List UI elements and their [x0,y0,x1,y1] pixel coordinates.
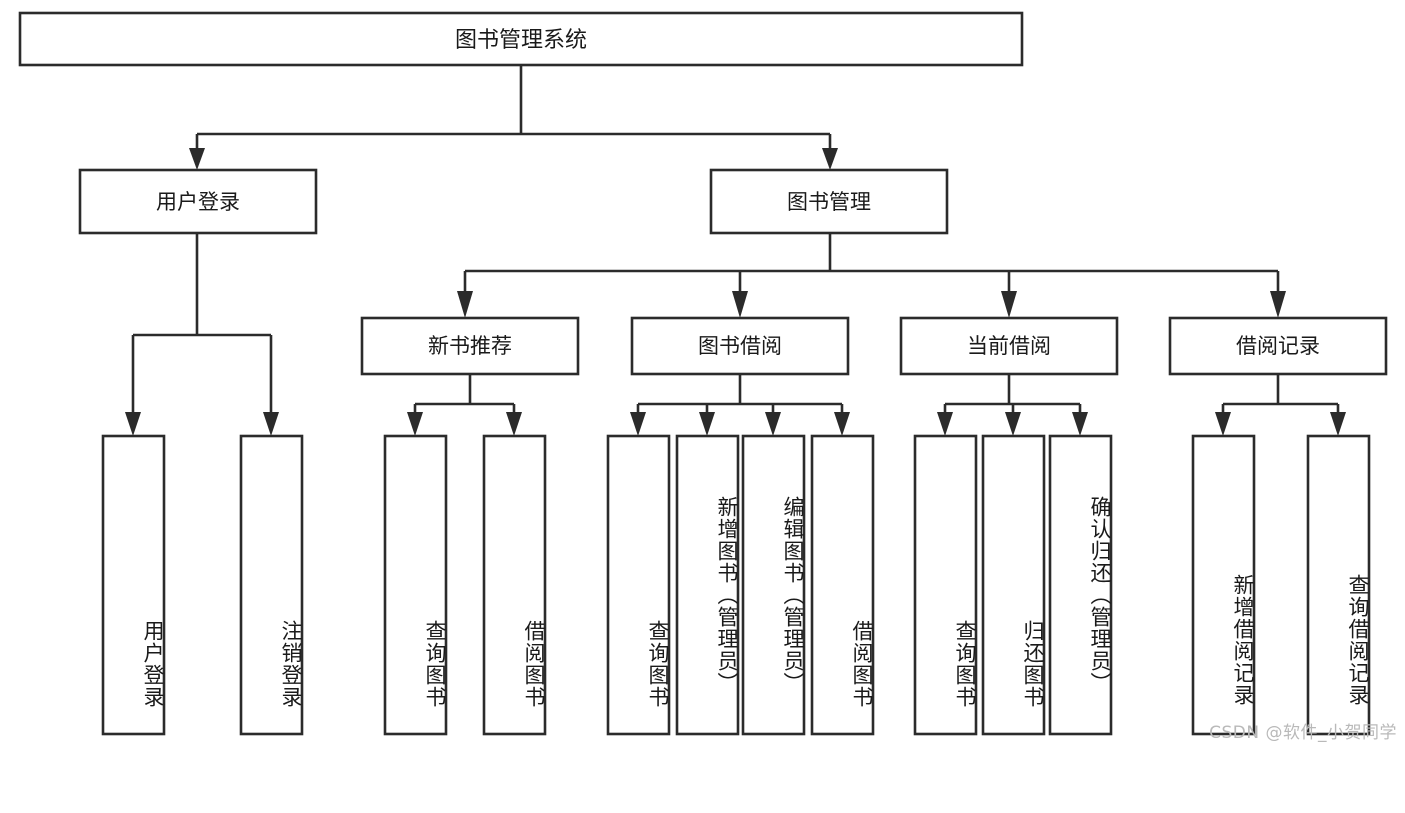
leaf-query-record-box[interactable] [1306,434,1371,736]
connectors [125,65,1346,436]
node-borrow-record[interactable]: 借阅记录 [1168,316,1388,376]
node-book-borrow[interactable]: 图书借阅 [630,316,850,376]
arrow-leaf-query-book-3 [937,412,953,436]
arrow-leaf-query-book-2 [630,412,646,436]
leaf-borrow-book-1-box[interactable] [482,434,547,736]
arrow-leaf-borrow-book-2 [834,412,850,436]
node-borrow-record-label: 借阅记录 [1236,334,1320,358]
node-root[interactable]: 图书管理系统 [18,11,1024,67]
watermark-text: CSDN @软件_小贺同学 [1209,723,1397,743]
node-root-label: 图书管理系统 [455,28,587,53]
arrow-leaf-borrow-book-1 [506,412,522,436]
leaf-add-record-box[interactable] [1191,434,1256,736]
node-current-borrow-box[interactable] [899,316,1119,376]
node-new-book-recommend-label: 新书推荐 [428,334,512,358]
leaf-add-book-box[interactable] [675,434,740,736]
node-new-book-recommend-box[interactable] [360,316,580,376]
arrow-leaf-query-book-1 [407,412,423,436]
leaf-confirm-return-box[interactable] [1048,434,1113,736]
arrow-leaf-add-book [699,412,715,436]
node-current-borrow-label: 当前借阅 [967,334,1051,358]
arrow-new-book-recommend [457,291,473,318]
node-user-login-label: 用户登录 [156,190,240,214]
leaf-edit-book-box[interactable] [741,434,806,736]
arrow-leaf-confirm-return [1072,412,1088,436]
arrow-leaf-logout [263,412,279,436]
arrow-leaf-edit-book [765,412,781,436]
arrow-book-borrow [732,291,748,318]
node-book-borrow-label: 图书借阅 [698,334,782,358]
diagram-canvas: 图书管理系统 用户登录 图书管理 新书推荐 图书借阅 当前借阅 借阅记录 [18,11,1397,743]
node-user-login[interactable]: 用户登录 [78,168,318,235]
leaf-logout-box[interactable] [239,434,304,736]
node-new-book-recommend[interactable]: 新书推荐 [360,316,580,376]
arrow-leaf-user-login [125,412,141,436]
node-user-login-box[interactable] [78,168,318,235]
node-root-box[interactable] [18,11,1024,67]
arrow-leaf-query-record [1330,412,1346,436]
leaf-return-book-box[interactable] [981,434,1046,736]
flowchart-svg: 图书管理系统 用户登录 图书管理 新书推荐 图书借阅 当前借阅 借阅记录 [18,11,1388,736]
leaf-query-book-1-box[interactable] [383,434,448,736]
node-book-management-label: 图书管理 [787,190,871,214]
leaf-boxes [101,434,1371,736]
arrow-to-book-management [822,148,838,170]
leaf-borrow-book-2-box[interactable] [810,434,875,736]
node-borrow-record-box[interactable] [1168,316,1388,376]
arrow-leaf-return-book [1005,412,1021,436]
leaf-user-login-box[interactable] [101,434,166,736]
node-book-borrow-box[interactable] [630,316,850,376]
node-current-borrow[interactable]: 当前借阅 [899,316,1119,376]
node-book-management-box[interactable] [709,168,949,235]
leaf-query-book-3-box[interactable] [913,434,978,736]
arrow-borrow-record [1270,291,1286,318]
node-book-management[interactable]: 图书管理 [709,168,949,235]
arrow-current-borrow [1001,291,1017,318]
arrow-to-user-login [189,148,205,170]
leaf-query-book-2-box[interactable] [606,434,671,736]
arrow-leaf-add-record [1215,412,1231,436]
